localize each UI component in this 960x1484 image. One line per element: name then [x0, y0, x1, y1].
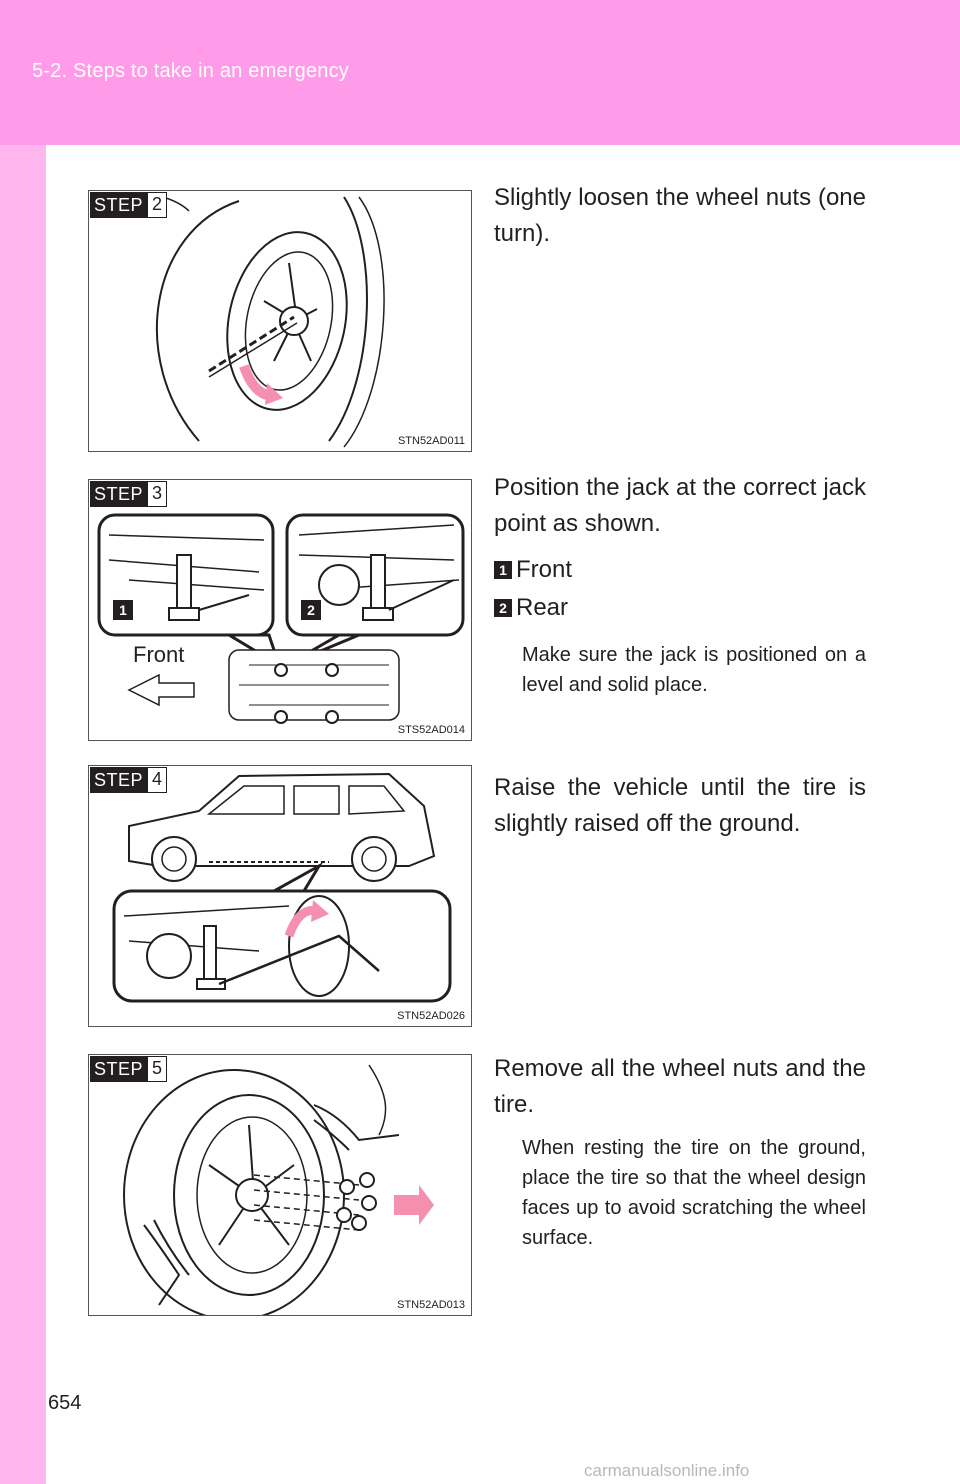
callout-2: 2: [301, 600, 321, 620]
step-2-instruction: Slightly loosen the wheel nuts (one turn…: [494, 184, 866, 247]
page-number: 654: [48, 1392, 82, 1414]
list-item-front: 1 Front: [494, 555, 572, 585]
step-5-instruction: Remove all the wheel nuts and the tire.: [494, 1055, 866, 1118]
step-4-instruction: Raise the vehicle until the tire is slig…: [494, 774, 866, 837]
watermark: carmanualsonline.info: [584, 1461, 750, 1480]
wheel-wrench-illustration: [108, 193, 385, 448]
figure-code: STN52AD013: [397, 1299, 465, 1311]
figure-step-3: 1 2 Front STEP 3 STS52AD014: [88, 479, 472, 741]
step-badge: STEP 2: [90, 192, 168, 218]
figure-step-2: STEP 2 STN52AD011: [88, 190, 472, 452]
jack-points-illustration: [97, 513, 465, 724]
front-direction-label: Front: [133, 642, 185, 667]
step-badge: STEP 5: [90, 1056, 168, 1082]
figure-step-4: STEP 4 STN52AD026: [88, 765, 472, 1027]
figure-step-5: STEP 5 STN52AD013: [88, 1054, 472, 1316]
list-item-rear: 2 Rear: [494, 593, 568, 623]
step-5-note: When resting the tire on the ground, pla…: [522, 1137, 866, 1249]
remove-tire-illustration: [123, 1064, 434, 1315]
step-badge: STEP 4: [90, 767, 168, 793]
step-badge: STEP 3: [90, 481, 168, 507]
figure-code: STN52AD026: [397, 1010, 465, 1022]
figure-code: STS52AD014: [397, 724, 465, 736]
sidebar-strip: [0, 145, 46, 1484]
step-3-instruction: Position the jack at the correct jack po…: [494, 474, 866, 537]
step-3-note: Make sure the jack is positioned on a le…: [522, 644, 866, 696]
page-header: 5-2. Steps to take in an emergency: [0, 0, 960, 145]
raise-vehicle-illustration: [112, 772, 452, 1003]
figure-code: STN52AD011: [397, 435, 465, 447]
section-title: 5-2. Steps to take in an emergency: [32, 60, 349, 82]
callout-1: 1: [113, 600, 133, 620]
